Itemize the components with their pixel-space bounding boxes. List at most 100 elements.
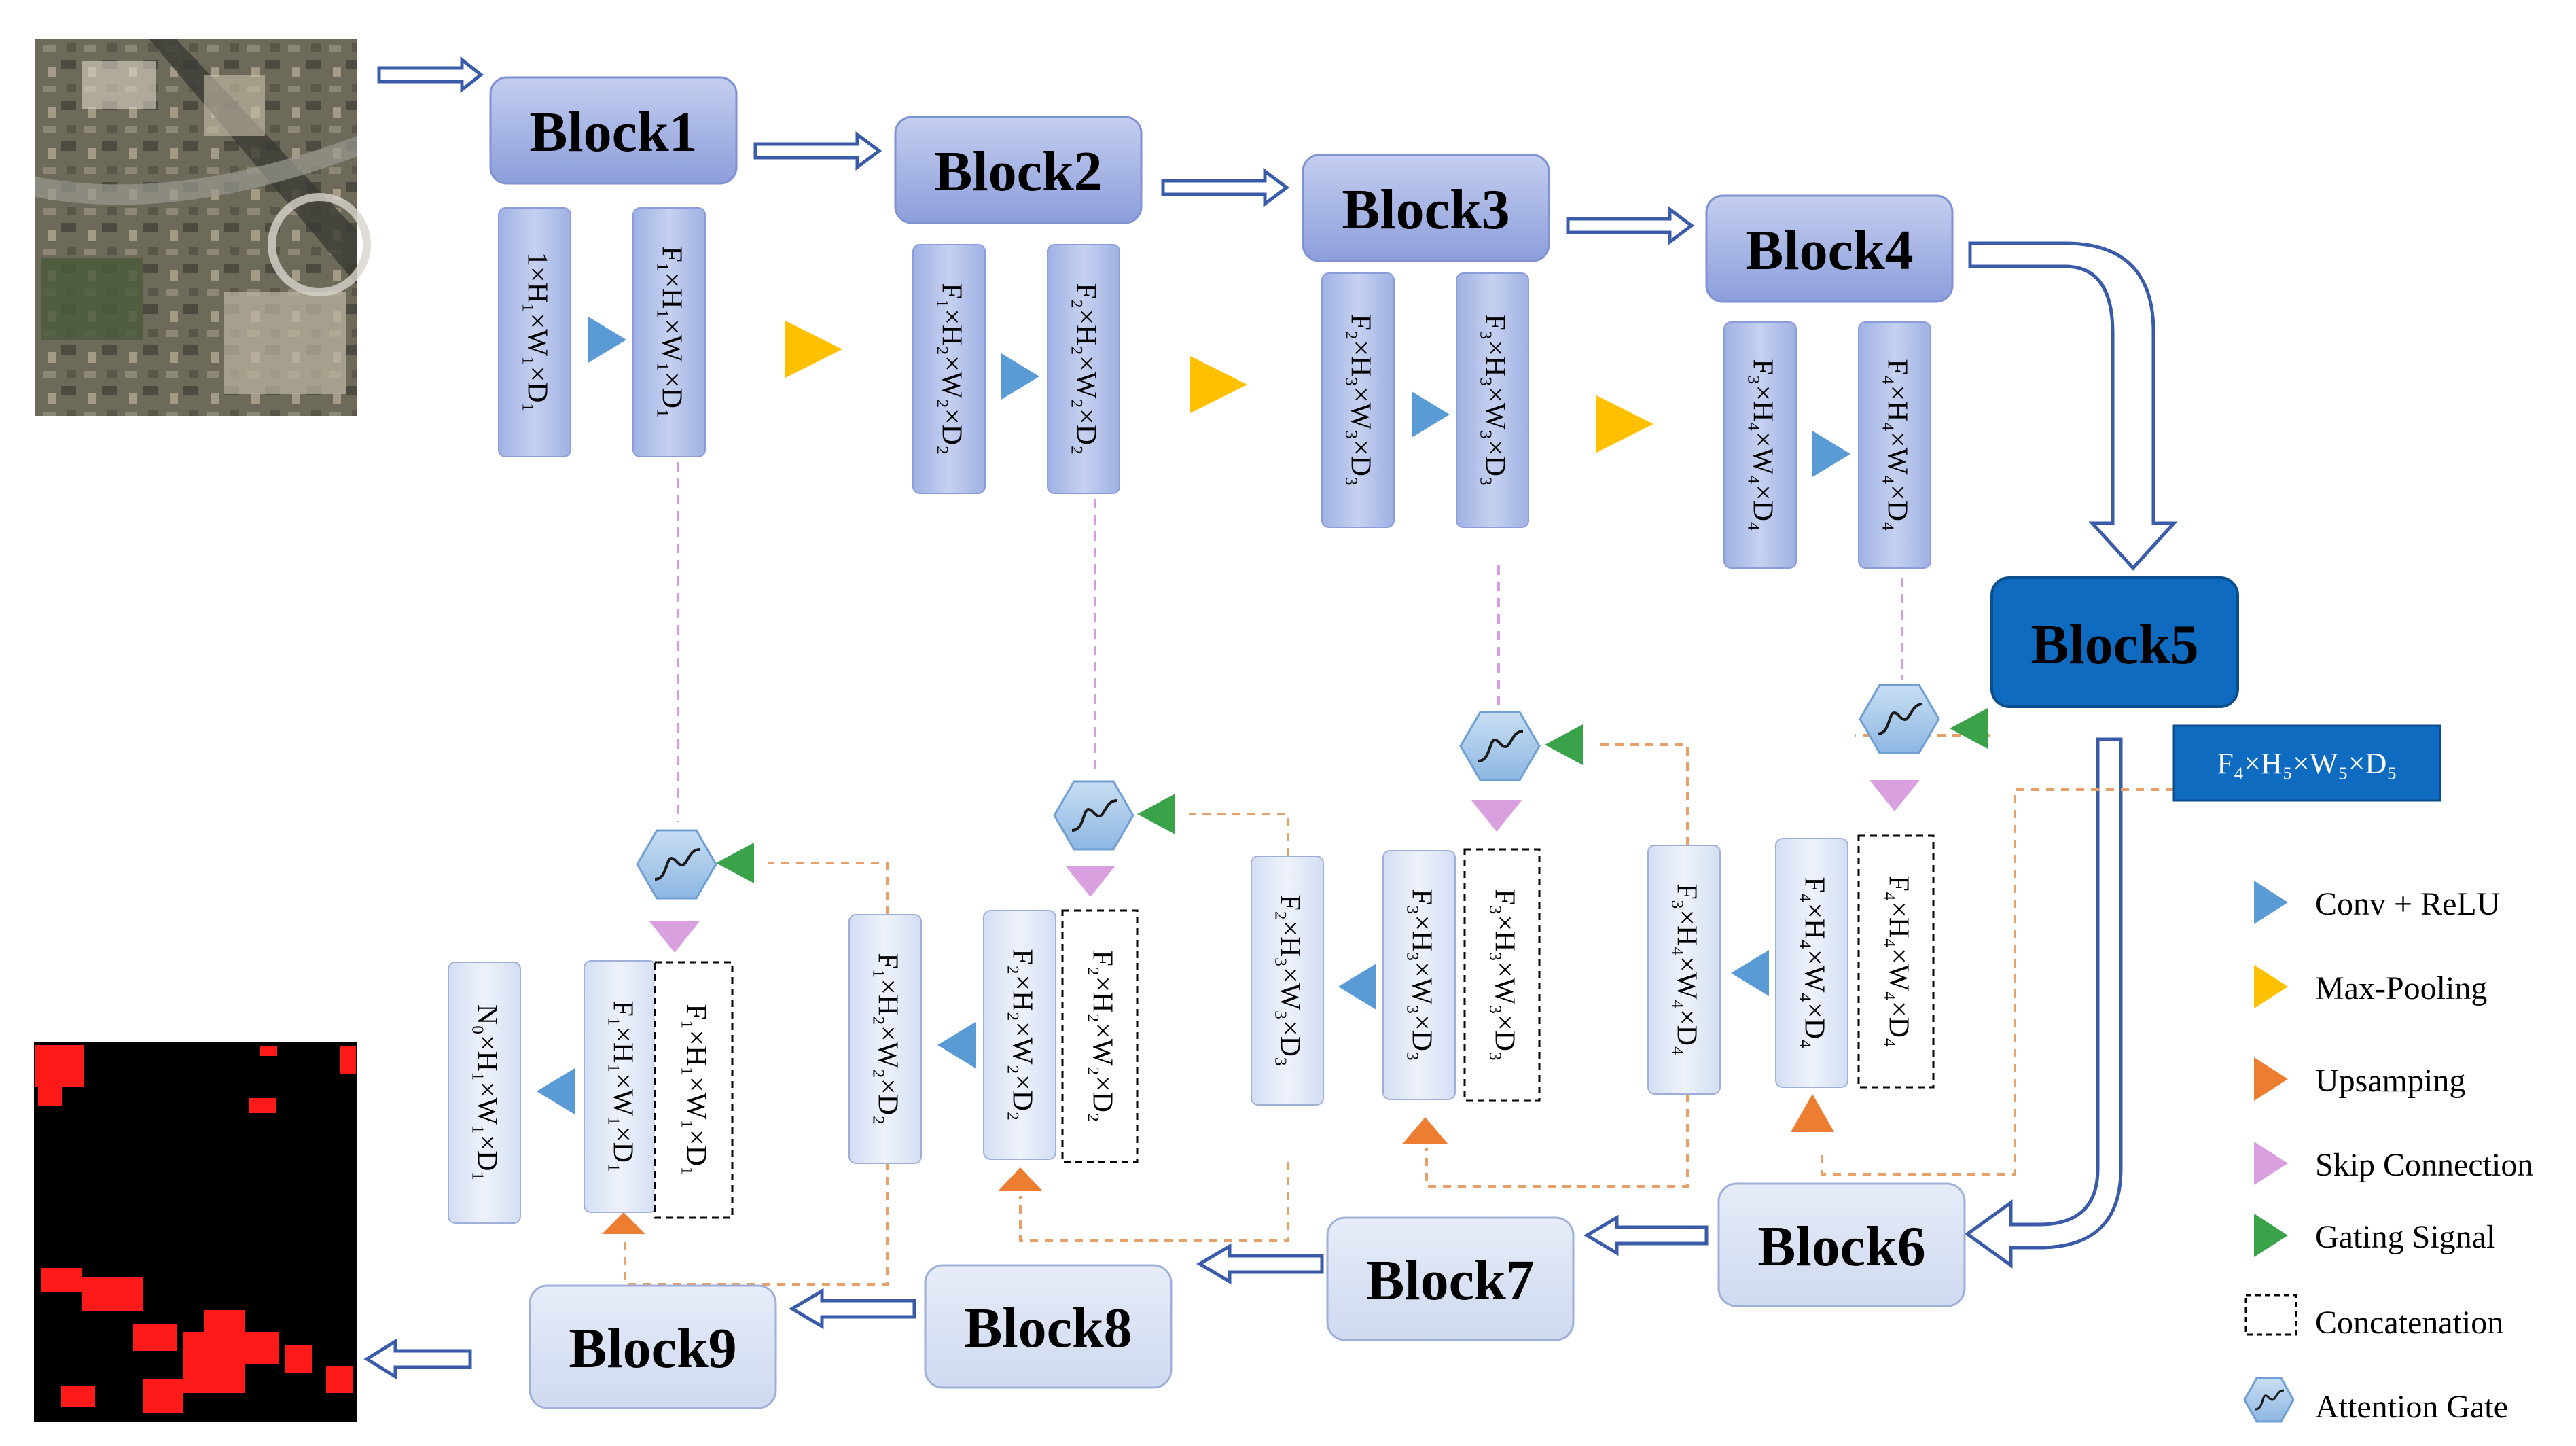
feature-map-d1c-concat: F₁×H₁×W₁×D₁: [654, 961, 734, 1219]
block7: Block7: [1326, 1216, 1575, 1341]
feature-map-d3a: F₂×H₃×W₃×D₃: [1251, 856, 1324, 1106]
feature-map-d1a: N₀×H₁×W₁×D₁: [448, 962, 521, 1224]
svg-text:Block4: Block4: [1745, 219, 1913, 282]
block5: Block5: [1990, 576, 2239, 708]
legend: Conv + ReLU Max-Pooling Upsamping Skip C…: [2243, 881, 2533, 1425]
yellow-triangle-icon: [2254, 965, 2288, 1008]
conv-relu-triangle: [1412, 391, 1450, 438]
svg-text:F₁×H₁×W₁×D₁: F₁×H₁×W₁×D₁: [656, 246, 687, 418]
block9: Block9: [529, 1284, 777, 1409]
feature-map-e4b: F₄×H₄×W₄×D₄: [1858, 321, 1931, 569]
block2: Block2: [894, 116, 1143, 224]
attention-gate: [1053, 780, 1134, 851]
upsampling-triangle: [999, 1167, 1042, 1191]
gating-signal-line: [1821, 788, 2174, 1176]
feature-map-d1b: F₁×H₁×W₁×D₁: [584, 960, 657, 1213]
svg-text:F₁×H₂×W₂×D₂: F₁×H₂×W₂×D₂: [935, 283, 967, 455]
gating-signal-line: [624, 1162, 889, 1286]
upsampling-triangle: [1402, 1117, 1448, 1144]
svg-text:F₃×H₄×W₄×D₄: F₃×H₄×W₄×D₄: [1670, 883, 1702, 1055]
pink-triangle-icon: [2254, 1142, 2288, 1185]
feature-map-e2a: F₁×H₂×W₂×D₂: [912, 244, 986, 494]
feature-map-d2a: F₁×H₂×W₂×D₂: [848, 914, 922, 1164]
flow-arrow: [1196, 1243, 1324, 1285]
block4: Block4: [1705, 194, 1954, 303]
feature-map-e4a: F₃×H₄×W₄×D₄: [1723, 321, 1797, 569]
feature-map-e1b: F₁×H₁×W₁×D₁: [632, 207, 706, 457]
svg-text:F₄×H₅×W₅×D₅: F₄×H₅×W₅×D₅: [2217, 747, 2397, 780]
flow-arrow: [1964, 737, 2123, 1269]
feature-map-e1a: 1×H₁×W₁×D₁: [498, 207, 571, 457]
flow-arrow: [363, 1338, 472, 1380]
legend-item-concatenation: Concatenation: [2244, 1294, 2503, 1341]
upsampling-triangle: [1791, 1094, 1834, 1132]
svg-text:F₃×H₃×W₃×D₃: F₃×H₃×W₃×D₃: [1479, 314, 1510, 486]
feature-map-d4b: F₄×H₄×W₄×D₄: [1775, 838, 1848, 1088]
svg-text:Block3: Block3: [1342, 178, 1509, 241]
feature-map-d3c-concat: F₃×H₃×W₃×D₃: [1463, 848, 1541, 1102]
max-pooling-triangle: [785, 321, 842, 378]
flow-arrow: [1161, 168, 1290, 207]
attention-gate: [1459, 711, 1541, 781]
skip-connection-triangle: [1471, 800, 1522, 832]
feature-map-d2c-concat: F₂×H₂×W₂×D₂: [1061, 909, 1139, 1163]
svg-text:Attention Gate: Attention Gate: [2315, 1389, 2508, 1425]
orange-triangle-icon: [2254, 1057, 2288, 1101]
svg-text:F₃×H₃×W₃×D₃: F₃×H₃×W₃×D₃: [1406, 889, 1437, 1061]
svg-text:F₂×H₂×W₂×D₂: F₂×H₂×W₂×D₂: [1070, 283, 1101, 455]
gating-signal-line: [1425, 1094, 1689, 1188]
upsampling-triangle: [602, 1212, 645, 1234]
legend-item-attention-gate: Attention Gate: [2243, 1377, 2508, 1425]
gating-signal-triangle: [1545, 724, 1583, 765]
green-triangle-icon: [2254, 1214, 2288, 1257]
blue-triangle-icon: [2254, 881, 2288, 924]
gating-signal-line: [1596, 743, 1689, 845]
flow-arrow: [753, 131, 882, 171]
svg-text:F₁×H₁×W₁×D₁: F₁×H₁×W₁×D₁: [680, 1004, 711, 1176]
svg-text:F₄×H₄×W₄×D₄: F₄×H₄×W₄×D₄: [1798, 877, 1829, 1048]
feature-map-d2b: F₂×H₂×W₂×D₂: [983, 910, 1056, 1160]
attention-gate-icon: [2243, 1377, 2295, 1423]
svg-text:Block5: Block5: [2031, 613, 2198, 676]
svg-text:Block8: Block8: [964, 1297, 1132, 1360]
svg-text:F₁×H₂×W₂×D₂: F₁×H₂×W₂×D₂: [872, 953, 903, 1125]
block8: Block8: [924, 1264, 1173, 1389]
gating-signal-triangle: [1137, 794, 1175, 834]
legend-item-max-pooling: Max-Pooling: [2254, 965, 2487, 1008]
input-aerial-image: [35, 39, 371, 416]
svg-text:F₂×H₃×W₃×D₃: F₂×H₃×W₃×D₃: [1344, 314, 1376, 486]
svg-text:Block1: Block1: [529, 101, 697, 164]
svg-text:Block9: Block9: [569, 1317, 736, 1380]
svg-text:Block7: Block7: [1366, 1249, 1534, 1312]
flow-arrow: [789, 1288, 916, 1330]
svg-text:Skip Connection: Skip Connection: [2315, 1147, 2533, 1183]
block3: Block3: [1302, 154, 1550, 262]
gating-signal-triangle: [1950, 708, 1988, 749]
gating-signal-line: [1189, 813, 1289, 856]
gating-signal-line: [768, 862, 889, 915]
svg-text:N₀×H₁×W₁×D₁: N₀×H₁×W₁×D₁: [471, 1004, 502, 1181]
block1: Block1: [489, 76, 738, 185]
legend-item-skip-connection: Skip Connection: [2254, 1142, 2533, 1185]
svg-text:Conv + ReLU: Conv + ReLU: [2315, 886, 2500, 922]
conv-relu-triangle: [588, 317, 626, 363]
conv-relu-triangle: [1812, 431, 1850, 477]
skip-connection-triangle: [649, 921, 700, 953]
svg-text:F₄×H₄×W₄×D₄: F₄×H₄×W₄×D₄: [1882, 875, 1914, 1047]
attention-gate: [636, 829, 717, 900]
conv-relu-triangle: [1338, 964, 1376, 1010]
gating-signal-line: [1019, 1162, 1289, 1242]
skip-connection-triangle: [1065, 866, 1115, 897]
feature-map-e3b: F₃×H₃×W₃×D₃: [1456, 272, 1529, 528]
legend-item-gating-signal: Gating Signal: [2254, 1214, 2495, 1257]
feature-map-e3a: F₂×H₃×W₃×D₃: [1321, 272, 1395, 528]
output-segmentation-mask: [34, 1042, 357, 1422]
svg-text:Block2: Block2: [934, 140, 1102, 203]
max-pooling-triangle: [1596, 395, 1653, 453]
flow-arrow: [377, 56, 484, 94]
skip-connection-triangle: [1870, 780, 1920, 811]
feature-map-e2b: F₂×H₂×W₂×D₂: [1047, 244, 1120, 494]
svg-text:F₁×H₁×W₁×D₁: F₁×H₁×W₁×D₁: [607, 1000, 638, 1172]
feature-map-d3b: F₃×H₃×W₃×D₃: [1382, 850, 1456, 1100]
